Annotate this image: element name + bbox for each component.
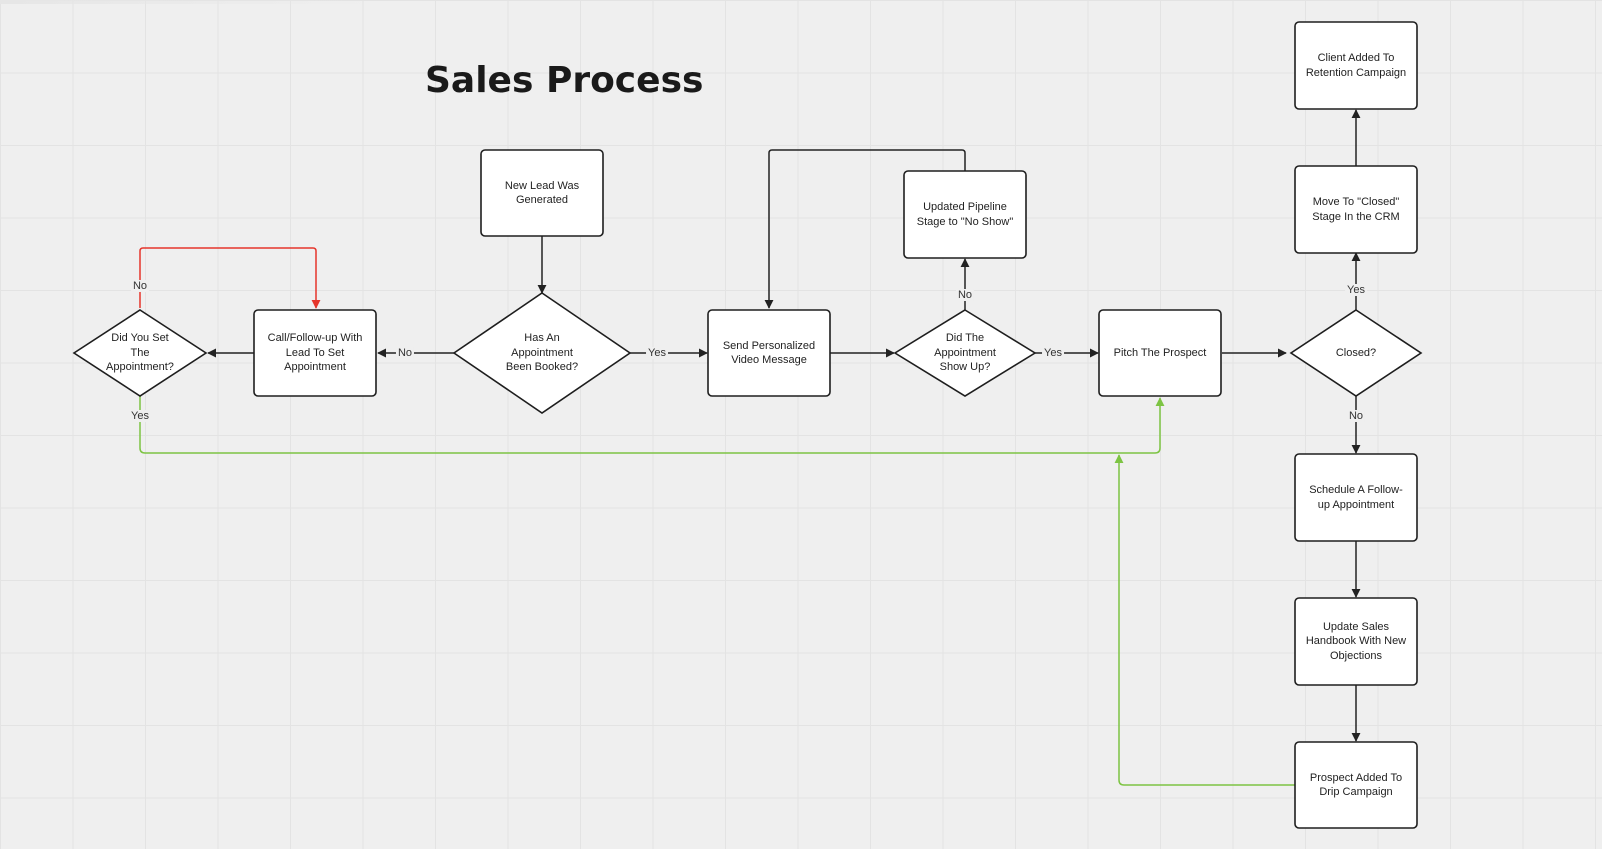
node-updated-pipeline-label: Updated Pipeline Stage to "No Show" (916, 201, 1014, 228)
canvas-toolbar-edge (0, 0, 375, 4)
node-call-follow-up-label: Call/Follow-up With Lead To Set Appointm… (267, 332, 363, 374)
node-has-appointment[interactable] (452, 292, 632, 414)
node-did-you-set-label: Did You Set The Appointment? (106, 332, 174, 374)
node-did-show-up[interactable] (893, 309, 1037, 397)
node-send-video[interactable] (707, 309, 831, 397)
edge-label-closed-no: No (1346, 410, 1366, 422)
edge-label-closed-yes: Yes (1345, 284, 1367, 296)
node-pitch-prospect-label: Pitch The Prospect (1113, 346, 1207, 359)
node-prospect-drip-label: Prospect Added To Drip Campaign (1309, 771, 1403, 799)
edge-label-did-show-up-yes: Yes (1042, 347, 1064, 359)
node-new-lead-label: New Lead Was Generated (504, 179, 580, 207)
node-prospect-drip[interactable] (1294, 741, 1418, 829)
edge-label-did-you-set-no: No (130, 280, 150, 292)
edge-label-did-you-set-yes: Yes (129, 410, 151, 422)
node-closed-decision[interactable] (1289, 309, 1423, 397)
node-call-follow-up[interactable] (253, 309, 377, 397)
edge-pipeline-back-to-video[interactable] (764, 149, 966, 309)
node-closed-decision-label: Closed? (1335, 346, 1377, 359)
node-move-closed[interactable] (1294, 165, 1418, 254)
node-schedule-follow-up-label: Schedule A Follow-up Appointment (1309, 484, 1403, 511)
edge-did-you-set-no-loop[interactable] (139, 247, 321, 309)
page-title: Sales Process (425, 60, 704, 101)
edge-label-has-appointment-yes: Yes (646, 347, 668, 359)
node-pitch-prospect[interactable] (1098, 309, 1222, 397)
edge-label-did-show-up-no: No (955, 289, 975, 301)
node-move-closed-label: Move To "Closed" Stage In the CRM (1312, 196, 1400, 223)
node-update-handbook[interactable] (1294, 597, 1418, 686)
edge-did-you-set-yes-to-pitch[interactable] (139, 395, 1165, 454)
node-schedule-follow-up[interactable] (1294, 453, 1418, 542)
node-update-handbook-label: Update Sales Handbook With New Objection… (1305, 620, 1407, 662)
node-has-appointment-label: Has An Appointment Been Booked? (505, 332, 579, 374)
node-did-show-up-label: Did The Appointment Show Up? (934, 332, 996, 374)
node-client-added-label: Client Added To Retention Campaign (1305, 52, 1407, 79)
edge-label-has-appointment-no: No (395, 347, 415, 359)
node-did-you-set[interactable] (72, 309, 208, 397)
node-client-added[interactable] (1294, 21, 1418, 110)
node-send-video-label: Send Personalized Video Message (722, 339, 816, 367)
nodes (72, 21, 1423, 829)
connectors (139, 109, 1361, 786)
node-updated-pipeline[interactable] (903, 170, 1027, 259)
edge-drip-to-pitch[interactable] (1114, 454, 1295, 786)
node-new-lead[interactable] (480, 149, 604, 237)
